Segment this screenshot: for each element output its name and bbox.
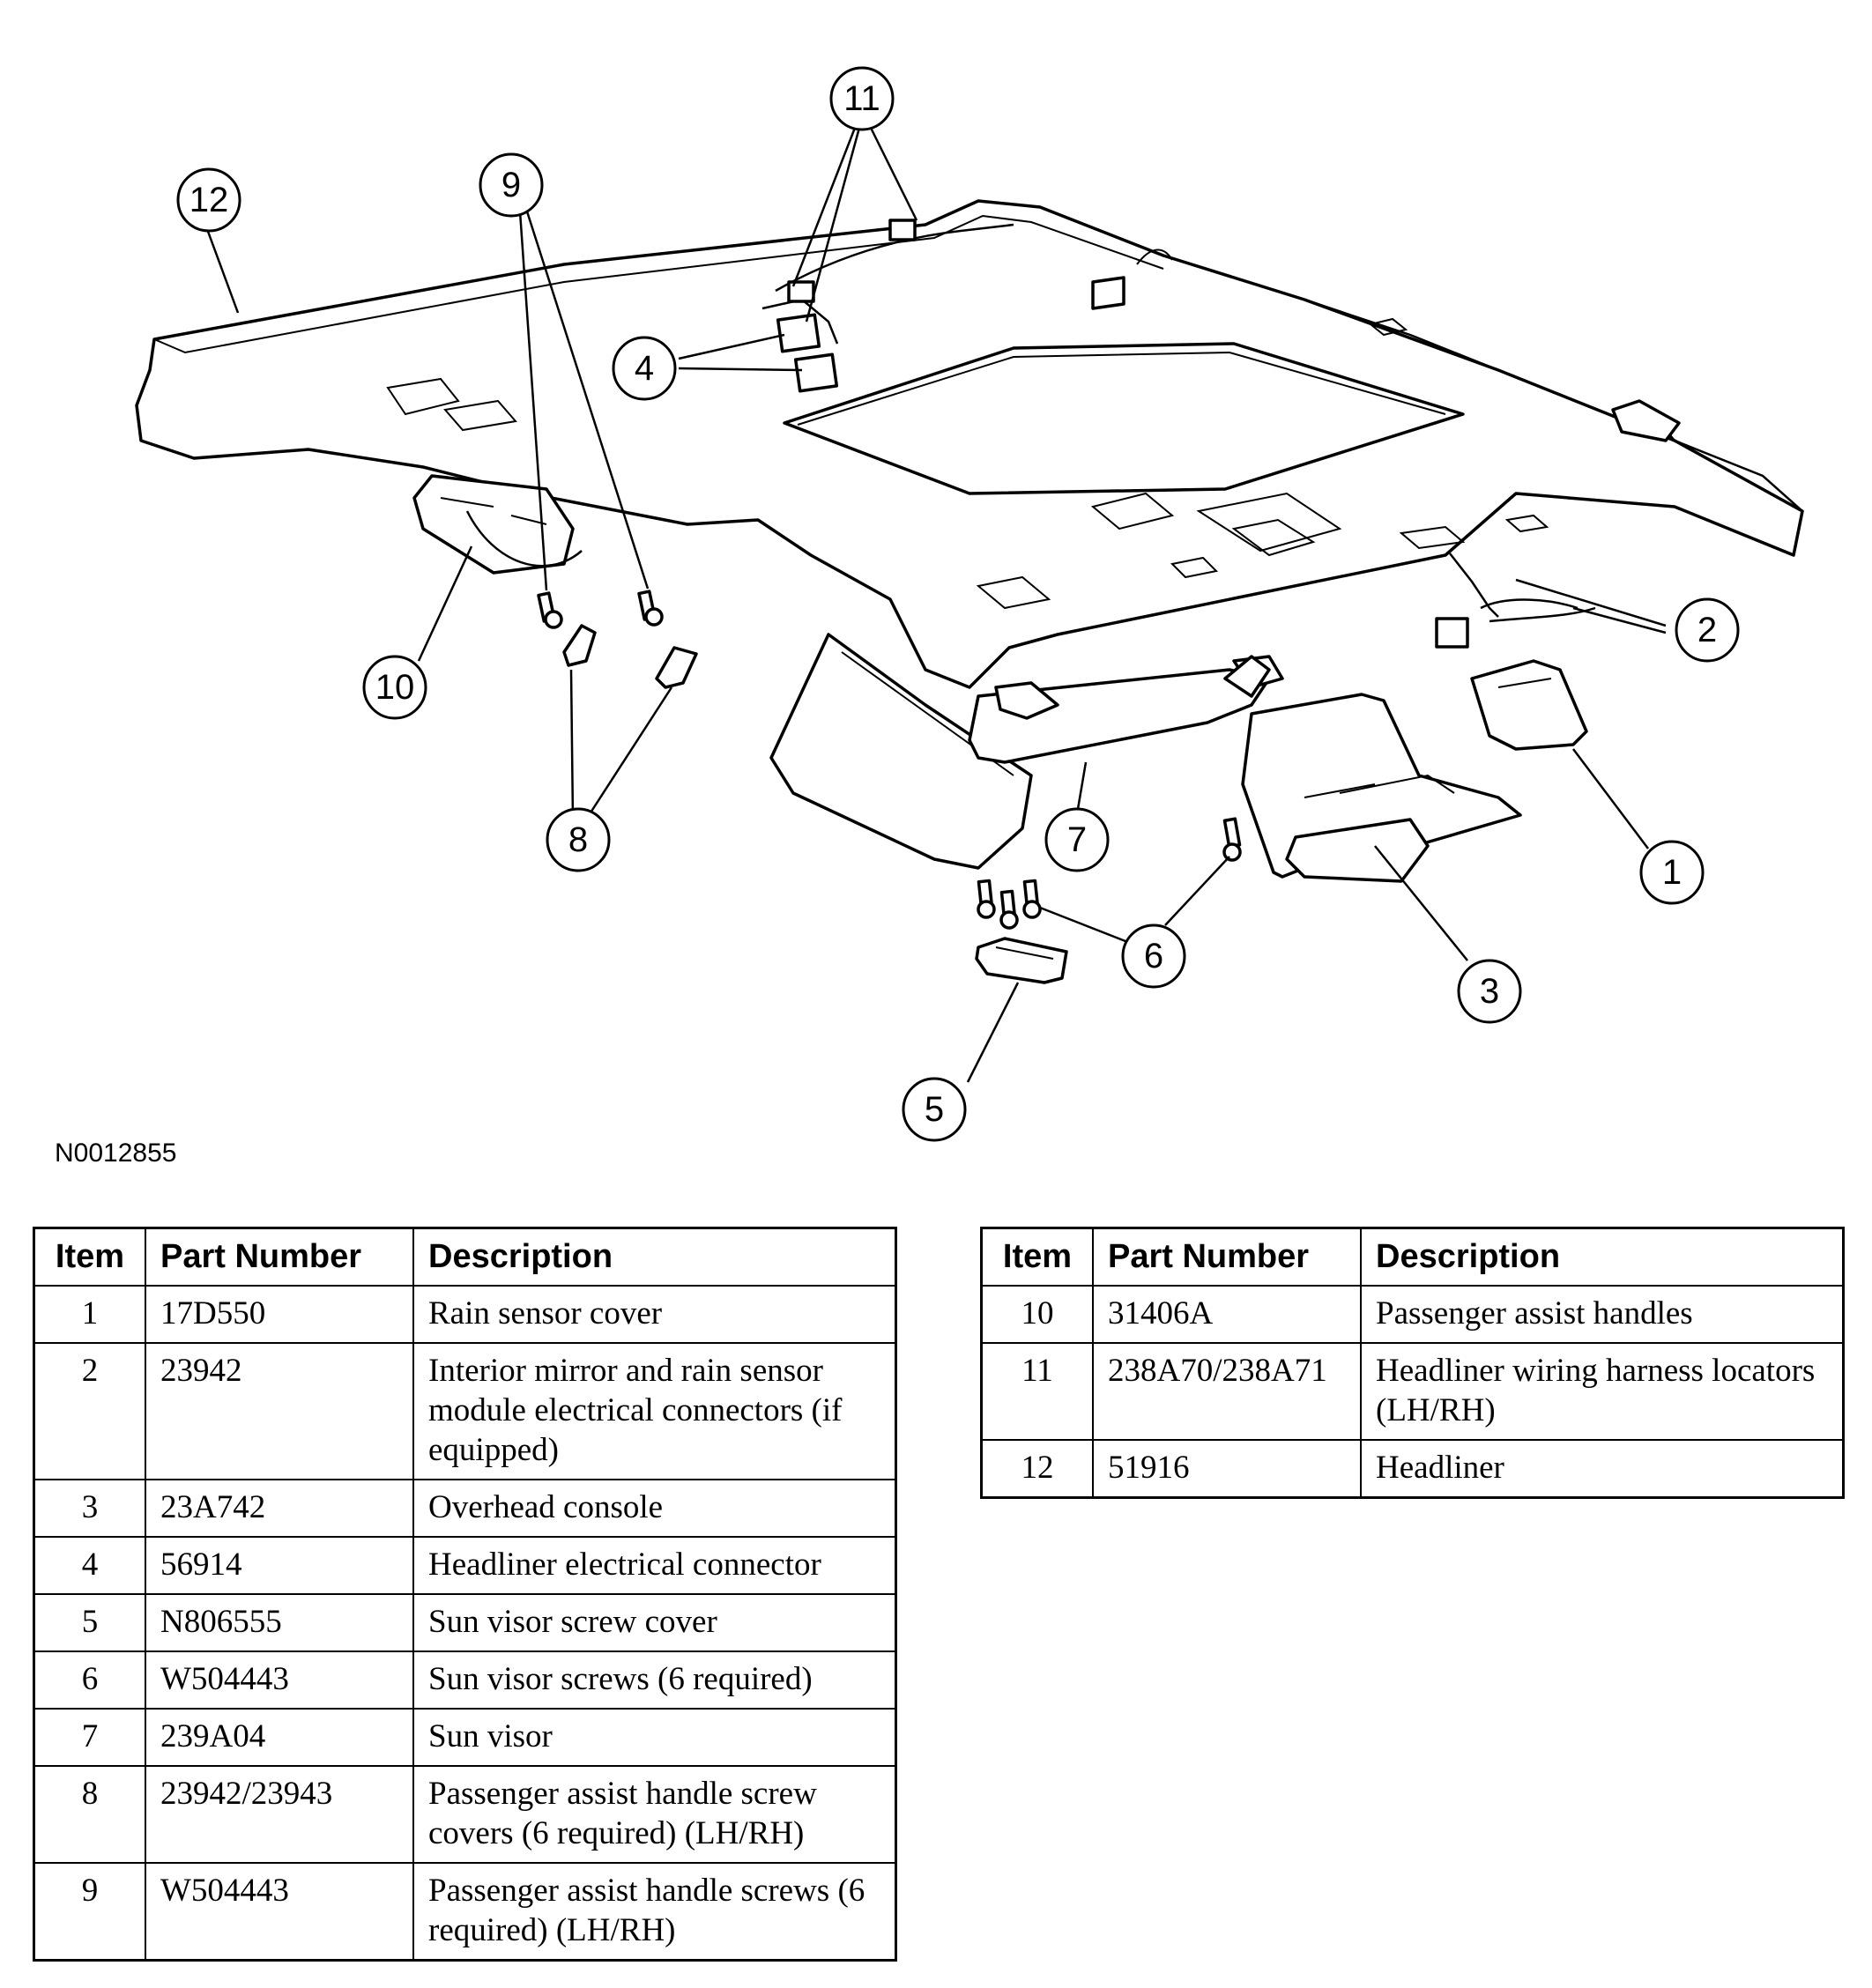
cell-item: 3 (33, 1479, 146, 1538)
cell-part-number: 17D550 (145, 1285, 414, 1344)
cell-part-number: 23942/23943 (145, 1765, 414, 1864)
cell-item: 1 (33, 1285, 146, 1344)
svg-text:7: 7 (1067, 820, 1087, 859)
overhead-console-part (1241, 693, 1522, 883)
callout-11: 11 (829, 66, 895, 131)
exploded-view-diagram: 1 2 3 4 5 6 7 8 9 10 11 12 (135, 66, 1804, 1142)
cell-item: 7 (33, 1708, 146, 1767)
svg-text:11: 11 (843, 79, 880, 118)
table-row: 9 W504443 Passenger assist handle screws… (33, 1862, 897, 1962)
callout-1: 1 (1639, 840, 1705, 905)
cell-description: Overhead console (412, 1479, 897, 1538)
svg-text:3: 3 (1480, 972, 1499, 1011)
cell-item: 6 (33, 1650, 146, 1710)
svg-text:5: 5 (925, 1090, 944, 1129)
table-row: 2 23942 Interior mirror and rain sensor … (33, 1342, 897, 1480)
cell-part-number: 238A70/238A71 (1092, 1342, 1362, 1441)
cell-description: Rain sensor cover (412, 1285, 897, 1344)
table-row: 4 56914 Headliner electrical connector (33, 1536, 897, 1595)
svg-text:1: 1 (1662, 853, 1682, 892)
cell-part-number: W504443 (145, 1650, 414, 1710)
cell-description: Headliner (1360, 1439, 1845, 1499)
rain-sensor-cover-part (1470, 659, 1588, 751)
table-row: 8 23942/23943 Passenger assist handle sc… (33, 1765, 897, 1864)
table-header-row: Item Part Number Description (33, 1227, 897, 1287)
svg-text:10: 10 (375, 668, 415, 707)
cell-part-number: N806555 (145, 1593, 414, 1652)
svg-text:6: 6 (1144, 937, 1163, 975)
wiring-harness-locators-part (775, 219, 1014, 303)
cell-part-number: 23942 (145, 1342, 414, 1480)
cell-part-number: 239A04 (145, 1708, 414, 1767)
table-row: 3 23A742 Overhead console (33, 1479, 897, 1538)
header-item: Item (33, 1227, 146, 1287)
sun-visor-screws-part (977, 817, 1242, 930)
svg-text:4: 4 (635, 349, 654, 388)
mirror-rain-sensor-connectors-part (1435, 553, 1596, 649)
cell-description: Passenger assist handles (1360, 1285, 1845, 1344)
cell-description: Headliner electrical connector (412, 1536, 897, 1595)
cell-item: 9 (33, 1862, 146, 1962)
callout-9: 9 (479, 152, 544, 218)
cell-item: 10 (980, 1285, 1094, 1344)
callout-8: 8 (546, 807, 611, 872)
callout-12: 12 (176, 167, 241, 233)
assist-handle-screws-part (537, 590, 664, 629)
cell-item: 11 (980, 1342, 1094, 1441)
cell-part-number: 23A742 (145, 1479, 414, 1538)
headliner-electrical-connector-part (761, 298, 839, 393)
cell-item: 12 (980, 1439, 1094, 1499)
header-description: Description (412, 1227, 897, 1287)
cell-part-number: W504443 (145, 1862, 414, 1962)
cell-description: Sun visor (412, 1708, 897, 1767)
parts-table-left: Item Part Number Description 1 17D550 Ra… (33, 1227, 897, 1962)
callout-10: 10 (362, 655, 427, 720)
sun-visor-screw-cover-part (975, 937, 1068, 984)
cell-part-number: 51916 (1092, 1439, 1362, 1499)
table-row: 1 17D550 Rain sensor cover (33, 1285, 897, 1344)
table-row: 11 238A70/238A71 Headliner wiring harnes… (980, 1342, 1845, 1441)
table-row: 5 N806555 Sun visor screw cover (33, 1593, 897, 1652)
cell-description: Headliner wiring harness locators (LH/RH… (1360, 1342, 1845, 1441)
svg-text:9: 9 (501, 166, 521, 204)
cell-part-number: 31406A (1092, 1285, 1362, 1344)
header-part-number: Part Number (1092, 1227, 1362, 1287)
table-row: 12 51916 Headliner (980, 1439, 1845, 1499)
cell-item: 8 (33, 1765, 146, 1864)
header-description: Description (1360, 1227, 1845, 1287)
table-row: 7 239A04 Sun visor (33, 1708, 897, 1767)
cell-item: 4 (33, 1536, 146, 1595)
assist-handle-screw-covers-part (562, 624, 698, 689)
cell-part-number: 56914 (145, 1536, 414, 1595)
cell-description: Passenger assist handle screw covers (6 … (412, 1765, 897, 1864)
cell-description: Sun visor screw cover (412, 1593, 897, 1652)
header-item: Item (980, 1227, 1094, 1287)
cell-description: Sun visor screws (6 required) (412, 1650, 897, 1710)
svg-text:8: 8 (568, 820, 588, 859)
callout-6: 6 (1121, 924, 1186, 989)
callout-7: 7 (1044, 807, 1110, 872)
figure-id: N0012855 (55, 1139, 177, 1168)
svg-text:2: 2 (1697, 611, 1717, 649)
cell-item: 5 (33, 1593, 146, 1652)
header-part-number: Part Number (145, 1227, 414, 1287)
callout-2: 2 (1675, 597, 1740, 663)
callout-5: 5 (902, 1077, 967, 1142)
assist-handle-part (412, 474, 583, 575)
headliner-part (135, 199, 1804, 689)
cell-item: 2 (33, 1342, 146, 1480)
table-row: 10 31406A Passenger assist handles (980, 1285, 1845, 1344)
leader-lines (205, 127, 1667, 1083)
cell-description: Interior mirror and rain sensor module e… (412, 1342, 897, 1480)
table-row: 6 W504443 Sun visor screws (6 required) (33, 1650, 897, 1710)
svg-text:12: 12 (189, 181, 229, 219)
sun-visor-part (769, 633, 1284, 870)
table-header-row: Item Part Number Description (980, 1227, 1845, 1287)
cell-description: Passenger assist handle screws (6 requir… (412, 1862, 897, 1962)
parts-table-right: Item Part Number Description 10 31406A P… (980, 1227, 1845, 1499)
callout-4: 4 (612, 336, 677, 401)
callout-3: 3 (1457, 959, 1522, 1024)
